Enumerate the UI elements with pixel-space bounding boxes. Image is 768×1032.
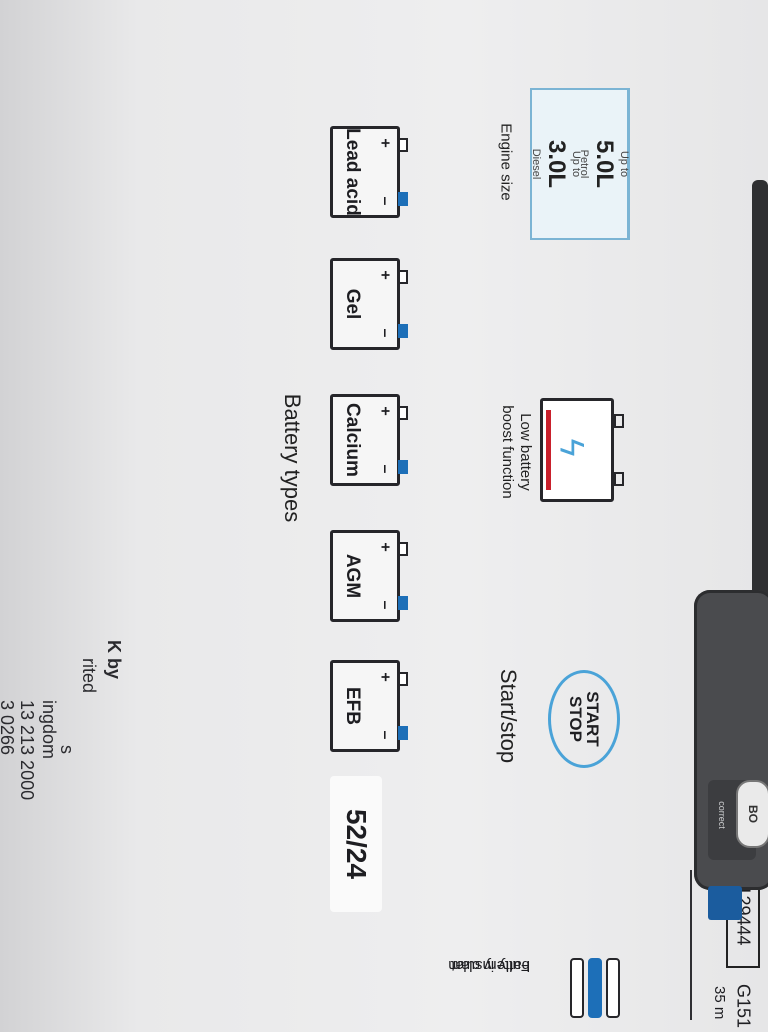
battery-type-1: +–Gel bbox=[330, 258, 408, 350]
petrol-size: 5.0L bbox=[590, 139, 618, 189]
battery-type-0: +–Lead acid bbox=[330, 126, 408, 218]
battery-type-3: +–AGM bbox=[330, 530, 408, 622]
battery-icon bbox=[330, 530, 400, 622]
charger-cable bbox=[752, 180, 768, 610]
dimension-label: 35 m bbox=[711, 986, 728, 1020]
diesel-column: Up to 3.0L Diesel bbox=[529, 90, 582, 238]
start-stop-line1: START bbox=[583, 691, 602, 747]
petrol-fuel: Petrol bbox=[577, 149, 590, 179]
capacity-badge: 52/24 bbox=[330, 776, 382, 912]
battery-icon bbox=[330, 126, 400, 218]
battery-type-2: +–Calcium bbox=[330, 394, 408, 486]
battery-clamp-icon bbox=[570, 958, 630, 1020]
edge-text-4: ingdom bbox=[39, 700, 59, 760]
low-battery-label: Low battery boost function bbox=[499, 405, 534, 499]
edge-text-6: 3 0266 bbox=[0, 700, 17, 756]
device-clip bbox=[708, 886, 742, 920]
battery-type-label: Gel bbox=[342, 288, 363, 320]
engine-size-panel: Up to 3.0L Diesel Up to 5.0L Petrol bbox=[530, 88, 630, 240]
start-stop-label: Start/stop bbox=[496, 668, 521, 764]
low-charge-bar bbox=[546, 410, 551, 490]
battery-type-label: AGM bbox=[342, 553, 363, 599]
dimension-line bbox=[690, 870, 692, 1020]
battery-icon bbox=[330, 660, 400, 752]
battery-types-title: Battery types bbox=[280, 393, 305, 523]
edge-text-5: 13 213 2000 bbox=[17, 700, 37, 801]
petrol-upto: Up to bbox=[617, 150, 630, 178]
battery-icon bbox=[330, 394, 400, 486]
edge-text-1: K by bbox=[104, 640, 124, 680]
start-stop-arrows-icon: START STOP bbox=[548, 670, 620, 768]
device-button: BO bbox=[736, 780, 768, 848]
engine-size-label: Engine size bbox=[497, 123, 515, 201]
battery-type-label: EFB bbox=[342, 687, 363, 725]
edge-text-2: rited bbox=[79, 658, 99, 694]
device-brand: correct bbox=[717, 801, 727, 829]
battery-type-label: Calcium bbox=[342, 403, 363, 477]
battery-icon bbox=[330, 258, 400, 350]
petrol-column: Up to 5.0L Petrol bbox=[577, 90, 630, 238]
battery-type-4: +–EFB bbox=[330, 660, 408, 752]
low-battery-icon: ϟ bbox=[540, 398, 624, 502]
battery-type-label: Lead acid bbox=[342, 128, 363, 216]
start-stop-line2: STOP bbox=[566, 696, 585, 742]
diesel-size: 3.0L bbox=[542, 139, 570, 189]
diesel-fuel: Diesel bbox=[529, 148, 542, 180]
lightning-icon: ϟ bbox=[552, 438, 591, 457]
product-code-trailing: G151 bbox=[733, 983, 754, 1029]
